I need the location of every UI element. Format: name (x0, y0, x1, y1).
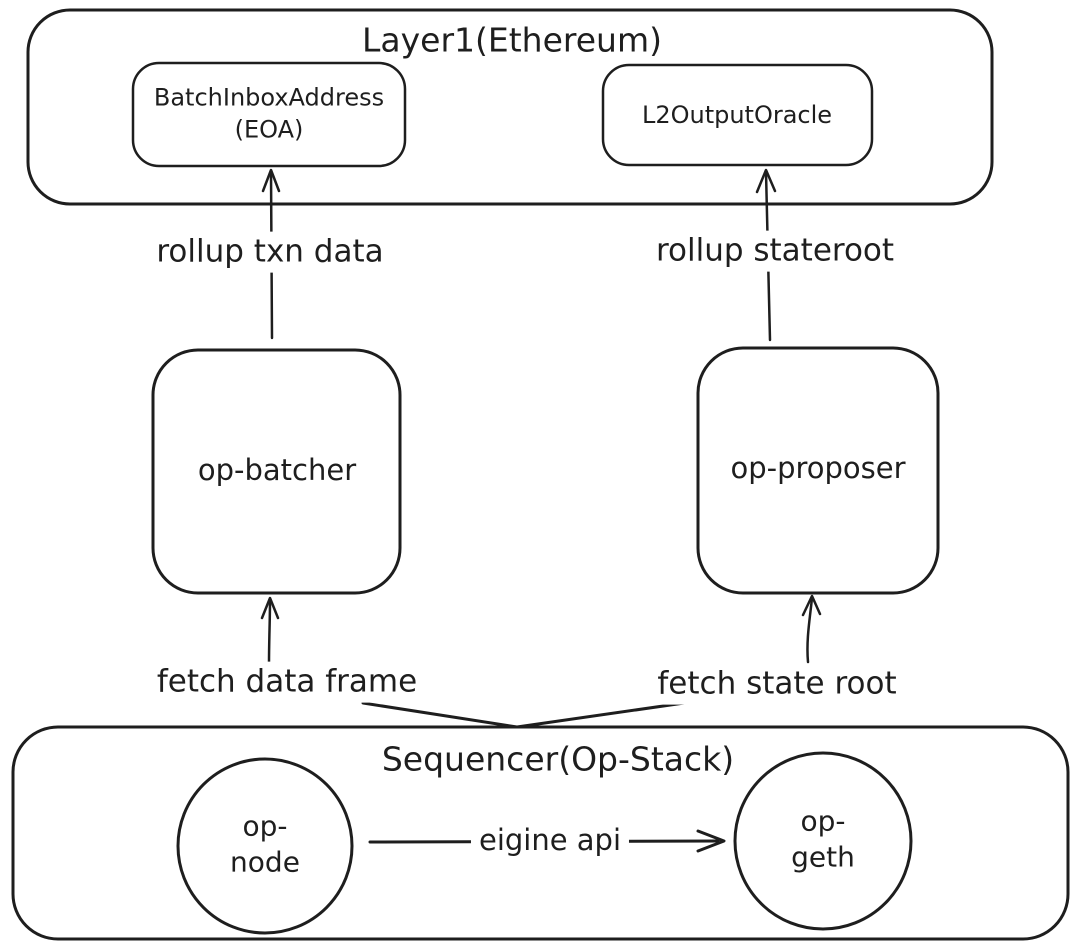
layer1-container-box (26, 8, 994, 206)
edge-label-rollup-txn-data: rollup txn data (148, 231, 392, 273)
op-node-label-line2: node (230, 846, 300, 879)
op-geth-label: op- geth (791, 804, 855, 877)
op-node-circle (176, 757, 354, 935)
l2-output-oracle-label: L2OutputOracle (641, 100, 833, 129)
l2-output-oracle-box (601, 63, 874, 167)
edge-label-rollup-stateroot: rollup stateroot (647, 230, 903, 272)
layer1-title: Layer1(Ethereum) (362, 20, 662, 60)
arrow-fetch-state-root (801, 594, 822, 664)
op-batcher-label: op-batcher (197, 452, 357, 487)
batch-inbox-address-label-line2: (EOA) (234, 116, 304, 144)
batch-inbox-address-label: BatchInboxAddress (EOA) (154, 82, 384, 147)
sequencer-fan-out-lines (361, 697, 714, 729)
edge-label-fetch-data-frame: fetch data frame (148, 661, 426, 703)
op-node-label: op- node (230, 809, 300, 882)
batch-inbox-address-label-line1: BatchInboxAddress (153, 83, 385, 112)
op-node-label-line1: op- (242, 809, 288, 843)
op-geth-label-line1: op- (800, 804, 846, 838)
edge-label-engine-api: eigine api (470, 820, 630, 860)
edge-label-fetch-state-root: fetch state root (649, 663, 905, 705)
op-geth-label-line2: geth (791, 841, 855, 874)
op-batcher-box (151, 348, 402, 595)
sequencer-title: Sequencer(Op-Stack) (381, 739, 735, 779)
batch-inbox-address-box (131, 61, 407, 168)
op-proposer-label: op-proposer (730, 450, 906, 485)
arrow-fetch-data-frame (260, 596, 280, 665)
op-geth-circle (733, 751, 913, 931)
op-proposer-box (696, 346, 940, 595)
sequencer-container-box (11, 725, 1070, 941)
